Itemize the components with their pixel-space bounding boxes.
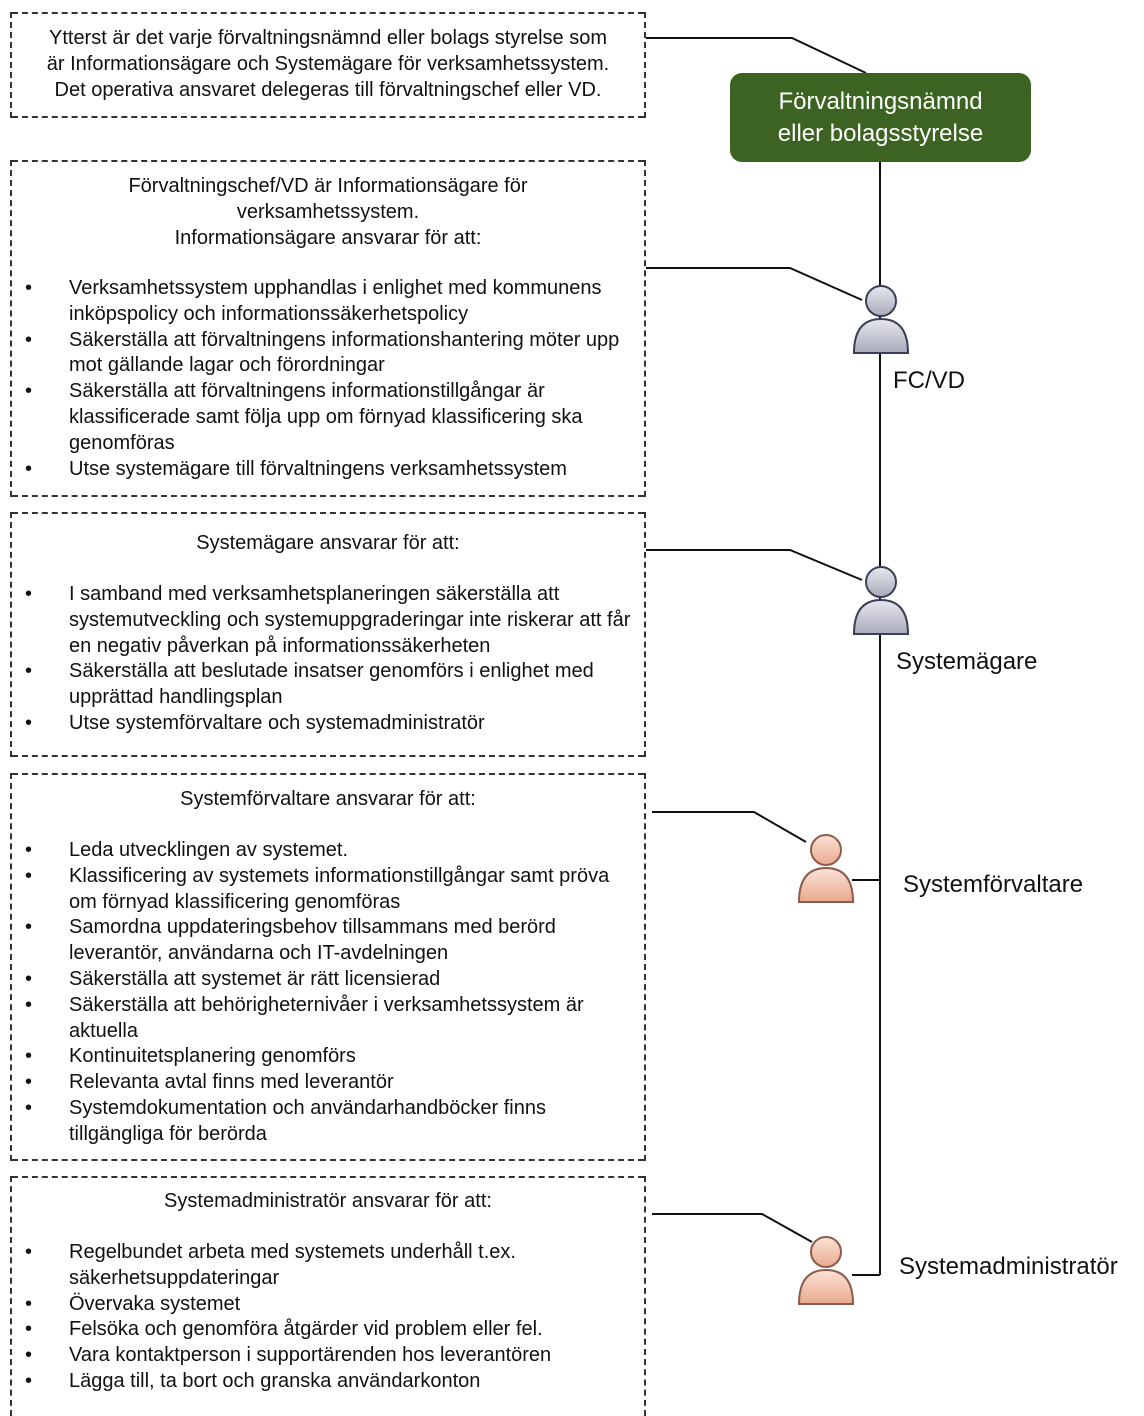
callout-line-systemagare	[646, 549, 863, 581]
list-item: Säkerställa att beslutade insatser genom…	[12, 659, 644, 711]
role-label-systemagare: Systemägare	[896, 648, 1038, 675]
list-item: Samordna uppdateringsbehov tillsammans m…	[12, 915, 644, 967]
role-label-systemforvaltare: Systemförvaltare	[903, 871, 1084, 898]
role-box-heading: Systemägare ansvarar för att:	[196, 532, 460, 554]
list-item: Säkerställa att förvaltningens informati…	[12, 379, 644, 456]
list-item: I samband med verksamhetsplaneringen säk…	[12, 582, 644, 659]
list-item: Systemdokumentation och användarhandböck…	[12, 1096, 644, 1148]
role-box-systemagare: Systemägare ansvarar för att: I samband …	[10, 512, 646, 757]
person-gray-icon	[852, 566, 910, 635]
role-box-heading: Systemadministratör ansvarar för att:	[164, 1190, 492, 1212]
role-box-systemadministrator: Systemadministratör ansvarar för att: Re…	[10, 1176, 646, 1416]
list-item: Leda utvecklingen av systemet.	[12, 838, 644, 864]
list-item: Utse systemförvaltare och systemadminist…	[12, 711, 644, 737]
list-item: Övervaka systemet	[12, 1292, 644, 1318]
list-item: Säkerställa att behörigheternivåer i ver…	[12, 993, 644, 1045]
role-box-heading: Förvaltningschef/VD är Informationsägare…	[128, 175, 528, 249]
top-node-forvaltningsnamnd: Förvaltningsnämnd eller bolagsstyrelse	[730, 73, 1031, 162]
list-item: Utse systemägare till förvaltningens ver…	[12, 457, 644, 483]
callout-line-intro	[646, 37, 867, 74]
person-gray-icon	[852, 285, 910, 354]
role-label-systemadministrator: Systemadministratör	[899, 1253, 1118, 1280]
role-label-fcvd: FC/VD	[893, 367, 965, 394]
list-item: Kontinuitetsplanering genomförs	[12, 1044, 644, 1070]
callout-line-systemadministrator	[652, 1213, 813, 1243]
intro-line: Det operativa ansvaret delegeras till fö…	[54, 78, 602, 101]
list-item: Klassificering av systemets informations…	[12, 864, 644, 916]
list-item: Regelbundet arbeta med systemets underhå…	[12, 1240, 644, 1292]
callout-line-systemforvaltare	[652, 811, 807, 843]
list-item: Lägga till, ta bort och granska användar…	[12, 1369, 644, 1395]
list-item: Säkerställa att systemet är rätt licensi…	[12, 967, 644, 993]
role-box-fcvd: Förvaltningschef/VD är Informationsägare…	[10, 160, 646, 497]
intro-line: Ytterst är det varje förvaltningsnämnd e…	[48, 27, 608, 49]
intro-line: är Informationsägare och Systemägare för…	[46, 52, 610, 75]
person-peach-icon	[797, 834, 855, 903]
person-peach-icon	[797, 1236, 855, 1305]
callout-line-fcvd	[646, 267, 863, 301]
intro-box: Ytterst är det varje förvaltningsnämnd e…	[10, 12, 646, 118]
list-item: Relevanta avtal finns med leverantör	[12, 1070, 644, 1096]
role-box-heading: Systemförvaltare ansvarar för att:	[180, 788, 476, 810]
list-item: Verksamhetssystem upphandlas i enlighet …	[12, 276, 644, 328]
list-item: Felsöka och genomföra åtgärder vid probl…	[12, 1317, 644, 1343]
list-item: Vara kontaktperson i supportärenden hos …	[12, 1343, 644, 1369]
role-box-systemforvaltare: Systemförvaltare ansvarar för att: Leda …	[10, 773, 646, 1161]
list-item: Säkerställa att förvaltningens informati…	[12, 328, 644, 380]
